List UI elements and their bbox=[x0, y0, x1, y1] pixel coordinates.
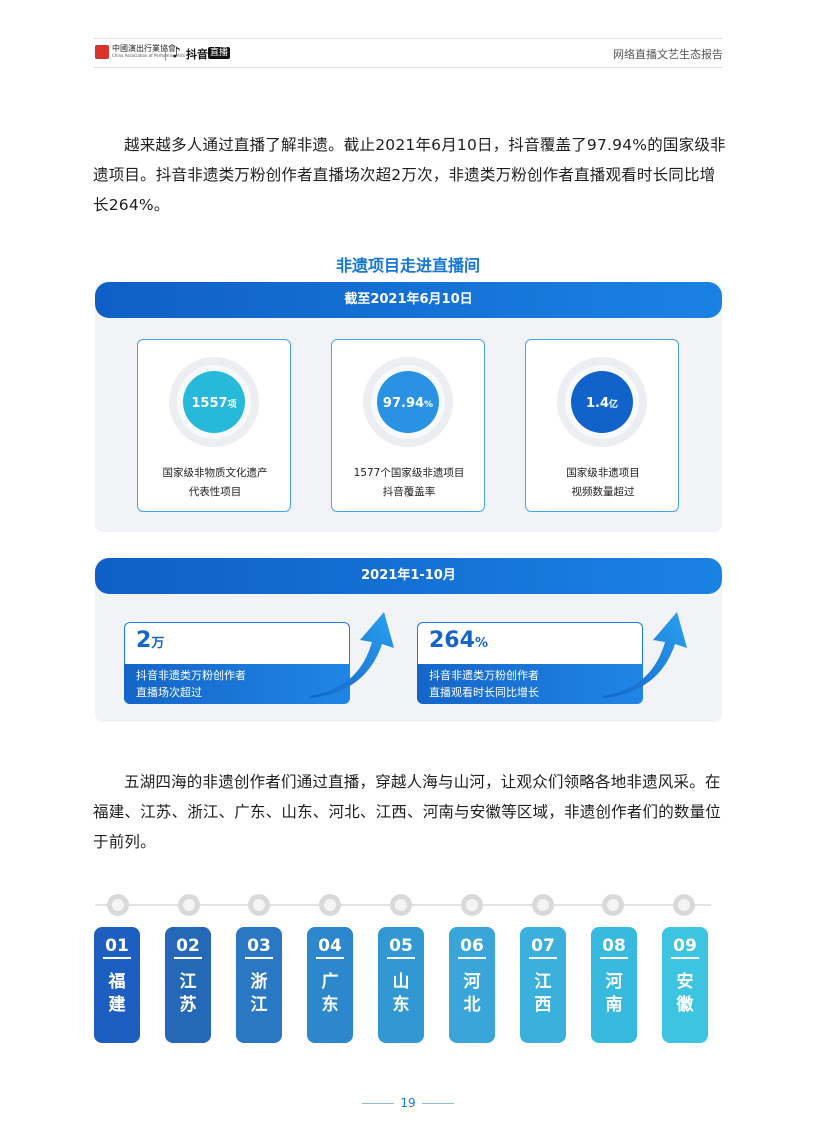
timeline-dot bbox=[178, 894, 200, 916]
region-rank: 03 bbox=[245, 936, 273, 959]
stat-label: 1577个国家级非遗项目 抖音覆盖率 bbox=[353, 467, 465, 498]
footer-rule bbox=[362, 1103, 395, 1104]
growth-card-sessions: 2万 抖音非遗类万粉创作者 直播场次超过 bbox=[124, 622, 350, 708]
region-rank: 08 bbox=[600, 936, 628, 959]
region-card: 09 安徽 bbox=[662, 927, 708, 1043]
growth-label: 抖音非遗类万粉创作者 直播观看时长同比增长 bbox=[417, 664, 643, 704]
stat-circle: 1.4亿 bbox=[571, 371, 633, 433]
region-card: 06 河北 bbox=[449, 927, 495, 1043]
region-rank: 04 bbox=[316, 936, 344, 959]
region-rank: 02 bbox=[174, 936, 202, 959]
growth-value: 2万 bbox=[136, 628, 165, 653]
stat-circle: 1557项 bbox=[183, 371, 245, 433]
association-name: 中國演出行業協會 bbox=[112, 44, 176, 53]
stat-card-videos: 1.4亿 国家级非遗项目 视频数量超过 bbox=[525, 339, 679, 512]
region-name: 河北 bbox=[463, 972, 481, 1015]
region-name: 安徽 bbox=[676, 972, 694, 1015]
page-header: 中國演出行業協會 China Association of Performing… bbox=[93, 38, 723, 68]
region-name: 河南 bbox=[605, 972, 623, 1015]
douyin-label: 抖音 bbox=[186, 48, 208, 61]
association-logo bbox=[95, 45, 109, 59]
growth-arrow-icon bbox=[310, 612, 394, 698]
region-card: 04 广东 bbox=[307, 927, 353, 1043]
stat-card-projects: 1557项 国家级非物质文化遗产 代表性项目 bbox=[137, 339, 291, 512]
region-card: 03 浙江 bbox=[236, 927, 282, 1043]
regions-paragraph: 五湖四海的非遗创作者们通过直播，穿越人海与山河，让观众们领略各地非遗风采。在福建… bbox=[93, 773, 722, 851]
report-title: 网络直播文艺生态报告 bbox=[613, 48, 723, 61]
region-name: 江西 bbox=[534, 972, 552, 1015]
timeline-dot bbox=[602, 894, 624, 916]
region-card: 05 山东 bbox=[378, 927, 424, 1043]
timeline-dot bbox=[390, 894, 412, 916]
timeline-dot bbox=[532, 894, 554, 916]
douyin-live-badge: 直播 bbox=[208, 47, 231, 59]
stat-ring: 1.4亿 bbox=[557, 357, 647, 447]
page-footer: 19 bbox=[0, 1096, 816, 1110]
intro-paragraph: 越来越多人通过直播了解非遗。截止2021年6月10日，抖音覆盖了97.94%的国… bbox=[93, 136, 726, 214]
region-card: 02 江苏 bbox=[165, 927, 211, 1043]
region-name: 江苏 bbox=[179, 972, 197, 1015]
stat-circle: 97.94% bbox=[377, 371, 439, 433]
logo-divider bbox=[165, 45, 166, 61]
stat-ring: 97.94% bbox=[363, 357, 453, 447]
infographic-title: 非遗项目走进直播间 bbox=[335, 256, 480, 275]
timeline-dot bbox=[673, 894, 695, 916]
region-card: 07 江西 bbox=[520, 927, 566, 1043]
growth-card-watchtime: 264% 抖音非遗类万粉创作者 直播观看时长同比增长 bbox=[417, 622, 643, 708]
region-rank: 06 bbox=[458, 936, 486, 959]
region-rank: 09 bbox=[671, 936, 699, 959]
region-rank: 07 bbox=[529, 936, 557, 959]
region-card: 01 福建 bbox=[94, 927, 140, 1043]
timeline-dot bbox=[107, 894, 129, 916]
stat-label: 国家级非遗项目 视频数量超过 bbox=[566, 467, 640, 498]
timeline-dot bbox=[248, 894, 270, 916]
region-card: 08 河南 bbox=[591, 927, 637, 1043]
stat-label: 国家级非物质文化遗产 代表性项目 bbox=[162, 467, 268, 498]
growth-panel-header: 2021年1-10月 bbox=[95, 558, 722, 594]
timeline-dot bbox=[461, 894, 483, 916]
growth-value: 264% bbox=[429, 628, 488, 653]
region-name: 浙江 bbox=[250, 972, 268, 1015]
region-rank: 05 bbox=[387, 936, 415, 959]
region-name: 福建 bbox=[108, 972, 126, 1015]
timeline-dot bbox=[319, 894, 341, 916]
stats-panel-header: 截至2021年6月10日 bbox=[95, 282, 722, 318]
douyin-logo-icon: ♪ bbox=[172, 45, 181, 61]
region-name: 广东 bbox=[321, 972, 339, 1015]
stat-ring: 1557项 bbox=[169, 357, 259, 447]
growth-arrow-icon bbox=[603, 612, 687, 698]
region-rank: 01 bbox=[103, 936, 131, 959]
region-name: 山东 bbox=[392, 972, 410, 1015]
association-name-en: China Association of Performing Arts bbox=[112, 53, 186, 58]
stat-card-coverage: 97.94% 1577个国家级非遗项目 抖音覆盖率 bbox=[331, 339, 485, 512]
page-number: 19 bbox=[400, 1096, 416, 1110]
footer-rule bbox=[421, 1103, 454, 1104]
